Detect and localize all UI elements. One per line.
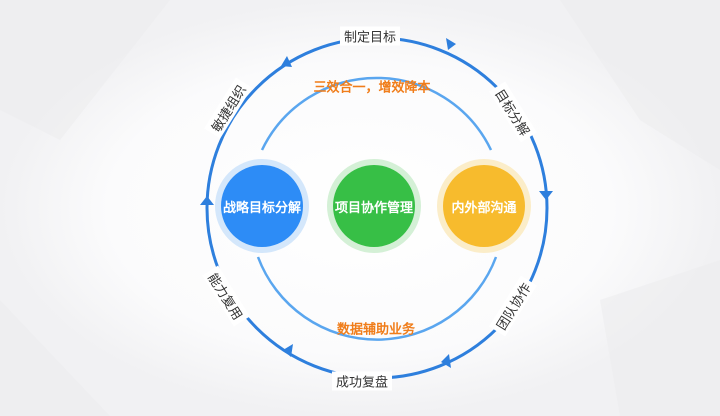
tagline-top: 三效合一，增效降本 [313, 80, 431, 96]
ring-arrow [281, 56, 292, 67]
ring-arrow [283, 344, 293, 357]
background-facet [0, 0, 170, 140]
circle-communication: 内外部沟通 [443, 165, 525, 247]
background-facet [560, 0, 720, 170]
circle-project-collaboration: 项目协作管理 [333, 165, 415, 247]
ring-arrow [441, 354, 451, 368]
inner-arc-top [260, 76, 493, 151]
ring-label-set-goal: 制定目标 [339, 26, 401, 46]
ring-arrow [446, 38, 456, 50]
circle-strategy-breakdown: 战略目标分解 [221, 165, 303, 247]
ring-arrow [539, 191, 553, 200]
inner-arc-bottom [256, 256, 498, 341]
ring-label-success-review: 成功复盘 [331, 371, 393, 391]
background-facet [0, 300, 110, 416]
ring-arrow [200, 196, 214, 205]
tagline-bottom: 数据辅助业务 [336, 322, 416, 338]
background-facet [600, 260, 720, 416]
